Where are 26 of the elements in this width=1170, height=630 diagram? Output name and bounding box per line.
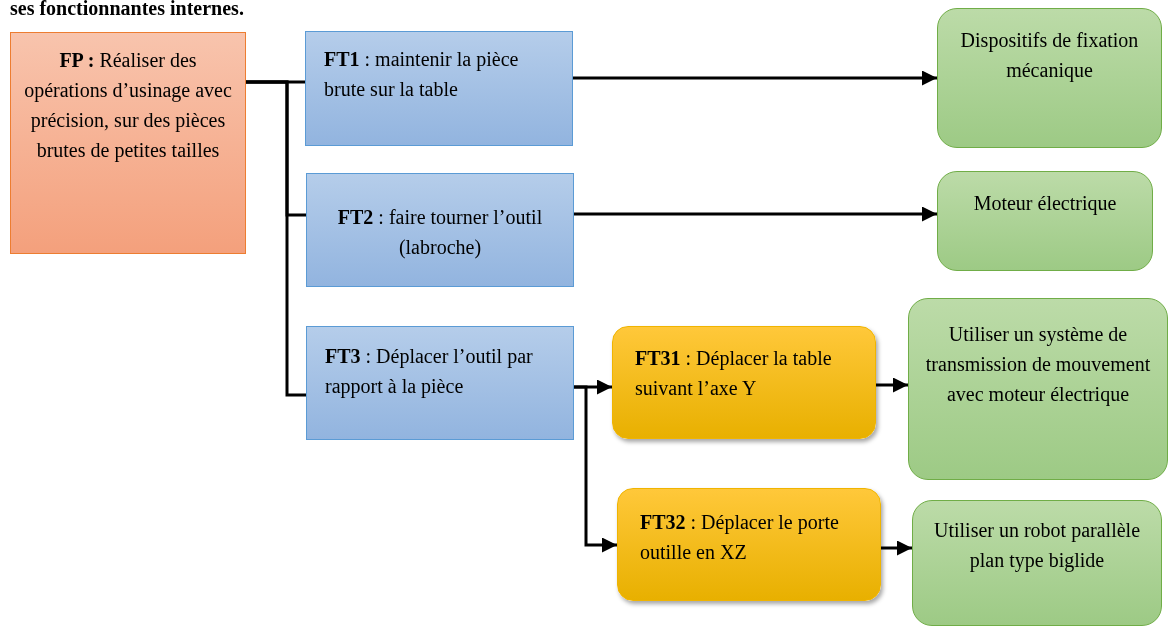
box-text: Utiliser un système de transmission de mouvement avec moteur électrique [924,322,1152,408]
box-text: FT32 : Déplacer le porte outille en XZ [640,510,840,565]
box-text: Dispositifs de fixation mécanique [959,28,1140,84]
function-box [306,326,574,440]
subfunction-box [612,326,876,439]
box-text: Moteur électrique [972,191,1118,217]
connector-arrow [881,540,912,556]
box-text: Utiliser un robot parallèle plan type biglide [932,518,1141,574]
heading-text: ses fonctionnantes internes. [10,0,244,18]
solution-box [937,8,1162,148]
box-text: FT31 : Déplacer la table suivant l’axe Y [635,346,833,401]
box-text: FT1 : maintenir la pièce brute sur la table [324,47,520,102]
connector-arrow [573,70,937,86]
subfunction-box [617,488,881,601]
box-text: FT2 : faire tourner l’outil (labroche) [336,205,544,261]
solution-box [908,298,1168,480]
box-text: FT3 : Déplacer l’outil par rapport à la pièce [325,344,534,400]
connector-arrow [574,385,617,553]
connector-arrow [876,377,908,393]
box-text: FP : Réaliser des opérations d’usinage avec précision, sur des pièces brutes de petites tailles [23,48,233,164]
function-box [306,173,574,287]
main-function-box [10,32,246,254]
connector-arrow [574,206,937,222]
function-box [305,31,573,146]
solution-box [937,171,1153,271]
solution-box [912,500,1162,626]
